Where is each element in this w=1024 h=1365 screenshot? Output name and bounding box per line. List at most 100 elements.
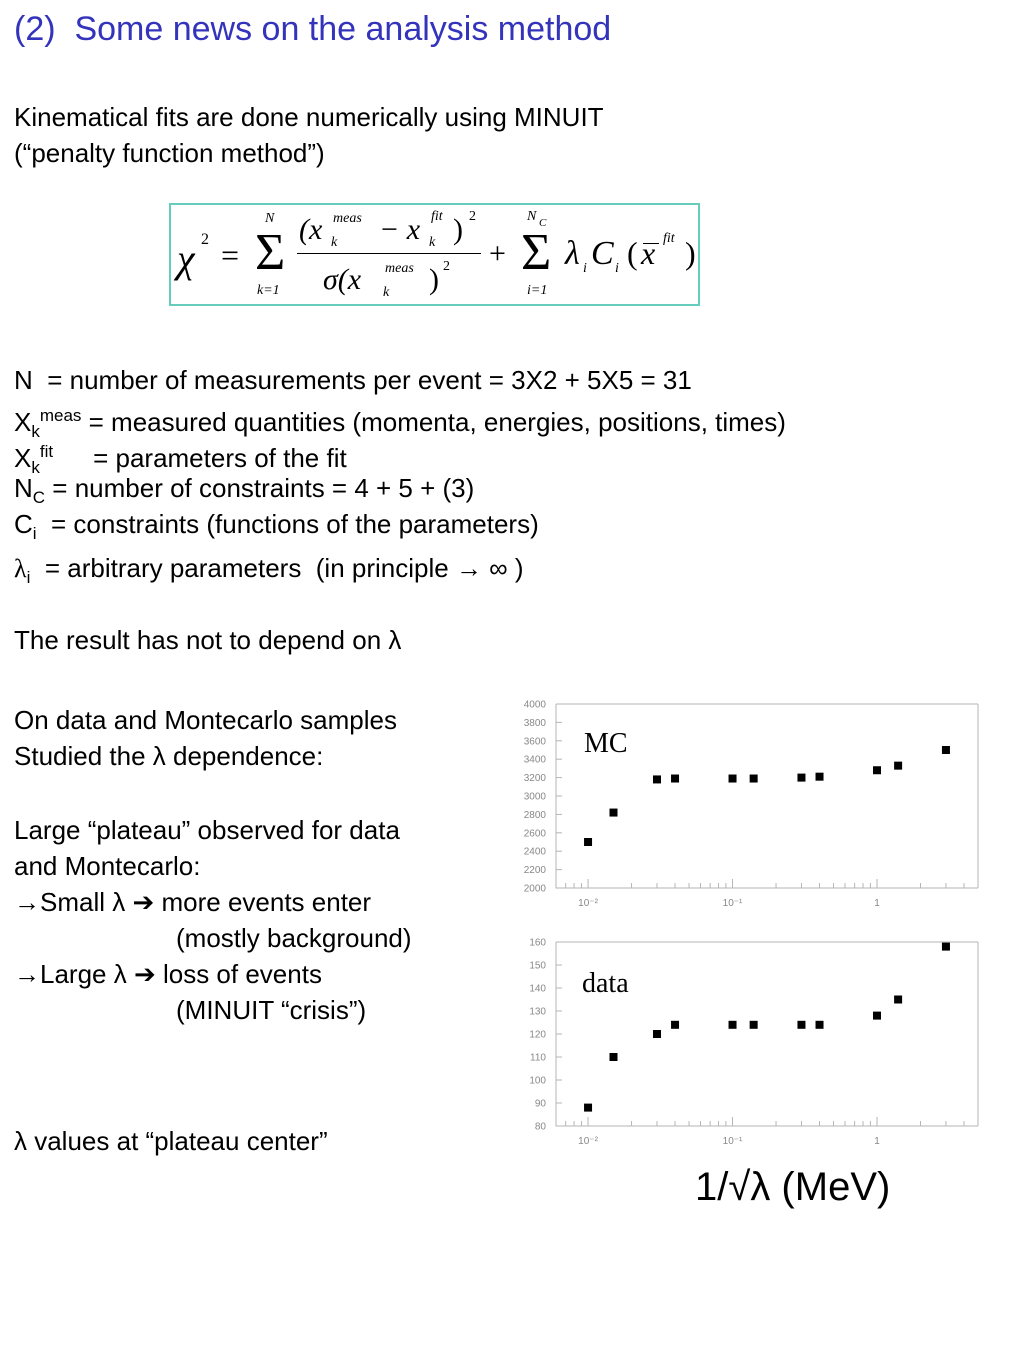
sum1-bottom: k=1 [257, 283, 280, 298]
data-y-tick-label: 150 [529, 961, 546, 972]
mc-data-point [815, 772, 824, 781]
formula-chi-exp: 2 [201, 231, 209, 248]
mc-y-tick-label: 2800 [524, 810, 547, 821]
arrow-right-icon: → [455, 553, 482, 583]
mc-y-tick-label: 3800 [524, 718, 547, 729]
formula-c-sub: i [615, 261, 619, 276]
left-line-4: and Montecarlo: [14, 851, 201, 881]
sum1-sigma: Σ [255, 224, 286, 281]
formula-lambda: λ [565, 235, 580, 272]
formula-lambda-sub: i [583, 261, 587, 276]
data-plot-label: data [582, 968, 629, 999]
formula-xbar-sup: fit [663, 231, 675, 246]
intro-line-2: (“penalty function method”) [14, 138, 325, 168]
def-ci: Ci = constraints (functions of the param… [14, 509, 539, 543]
mc-y-tick-label: 2200 [524, 865, 547, 876]
data-data-point [873, 1011, 882, 1020]
data-y-tick-label: 80 [535, 1122, 547, 1133]
bold-arrow-icon: ➔ [132, 887, 155, 917]
num-close: ) [453, 213, 463, 246]
data-x-tick-label: 10⁻¹ [723, 1136, 743, 1147]
def-xfit: Xkfit= parameters of the fit [14, 442, 347, 477]
data-x-tick-label: 10⁻² [578, 1136, 598, 1147]
den-meas-sup: meas [385, 261, 414, 276]
data-y-tick-label: 110 [530, 1053, 546, 1064]
def-nc: NC = number of constraints = 4 + 5 + (3) [14, 473, 475, 507]
data-y-tick-label: 90 [535, 1099, 547, 1110]
mc-y-tick-label: 3200 [524, 773, 547, 784]
data-data-point [671, 1020, 680, 1029]
mc-data-point [728, 774, 737, 783]
mc-data-point [671, 774, 680, 783]
formula-plus: + [489, 237, 506, 270]
den-k: k [383, 285, 390, 300]
mc-y-tick-label: 3400 [524, 755, 547, 766]
data-y-tick-label: 120 [529, 1030, 546, 1041]
def-lambda: λi = arbitrary parameters (in principle … [14, 553, 524, 587]
mc-data-point [749, 774, 758, 783]
arrow-right-icon: → [14, 887, 40, 917]
num-k2: k [429, 235, 436, 250]
mc-x-tick-label: 10⁻² [578, 898, 598, 909]
mc-data-point [873, 766, 882, 775]
mc-data-point [584, 838, 593, 846]
mc-data-point [609, 808, 618, 817]
data-data-point [584, 1103, 593, 1112]
data-data-point [728, 1020, 737, 1029]
den-close: ) [429, 263, 439, 296]
mc-y-tick-label: 3600 [524, 736, 547, 747]
den: σ(x [323, 263, 362, 296]
sum2-bottom: i=1 [527, 283, 548, 298]
formula-equals: = [221, 237, 240, 273]
formula-xbar: x [641, 235, 656, 271]
left-line-7: →Large λ ➔ loss of events [14, 959, 322, 989]
data-y-tick-label: 160 [529, 938, 546, 949]
chi-square-formula: χ 2 = N Σ k=1 (x meas k − x fit k ) 2 σ(… [169, 203, 700, 306]
num-open: (x [299, 213, 323, 246]
arrow-right-icon: → [14, 959, 40, 989]
def-n: N = number of measurements per event = 3… [14, 365, 692, 395]
data-y-tick-label: 100 [529, 1076, 546, 1087]
left-line-3: Large “plateau” observed for data [14, 815, 400, 845]
mc-x-tick-label: 1 [874, 898, 880, 909]
data-data-point [609, 1053, 618, 1061]
formula-c: C [591, 235, 614, 272]
mc-y-tick-label: 3000 [524, 792, 547, 803]
formula-chi: χ [177, 236, 195, 281]
data-y-tick-label: 130 [529, 1007, 546, 1018]
mc-y-tick-label: 4000 [524, 700, 547, 711]
formula-arg-open: ( [627, 235, 638, 271]
fraction-bar [297, 253, 481, 254]
def-xmeas: Xkmeas = measured quantities (momenta, e… [14, 406, 786, 441]
sum2-sigma: Σ [521, 224, 552, 281]
data-data-point [941, 942, 950, 951]
formula-arg-close: ) [685, 235, 696, 271]
mc-y-tick-label: 2400 [524, 847, 547, 858]
mc-data-point [894, 761, 903, 770]
mc-x-tick-label: 10⁻¹ [723, 898, 743, 909]
left-line-2: Studied the λ dependence: [14, 741, 324, 771]
mc-data-point [941, 746, 950, 754]
xbar-overline [643, 243, 659, 244]
data-data-point [749, 1020, 758, 1029]
num-minus: − x [379, 213, 421, 246]
mc-plot-label: MC [584, 728, 628, 759]
num-k1: k [331, 235, 338, 250]
left-line-6: (mostly background) [176, 923, 412, 953]
sum2-top-sub: C [539, 217, 547, 229]
data-data-point [652, 1030, 661, 1038]
data-x-tick-label: 1 [874, 1136, 880, 1147]
left-footer: λ values at “plateau center” [14, 1126, 328, 1156]
page-title: (2) Some news on the analysis method [14, 10, 612, 48]
left-line-8: (MINUIT “crisis”) [176, 995, 367, 1025]
data-data-point [815, 1020, 824, 1029]
result-line: The result has not to depend on λ [14, 625, 402, 655]
num-meas-sup: meas [333, 211, 362, 226]
mc-y-tick-label: 2600 [524, 828, 547, 839]
data-data-point [894, 995, 903, 1004]
left-line-5: →Small λ ➔ more events enter [14, 887, 372, 917]
mc-data-point [797, 773, 806, 782]
intro-line-1: Kinematical fits are done numerically us… [14, 102, 604, 132]
den-sq: 2 [443, 259, 450, 274]
